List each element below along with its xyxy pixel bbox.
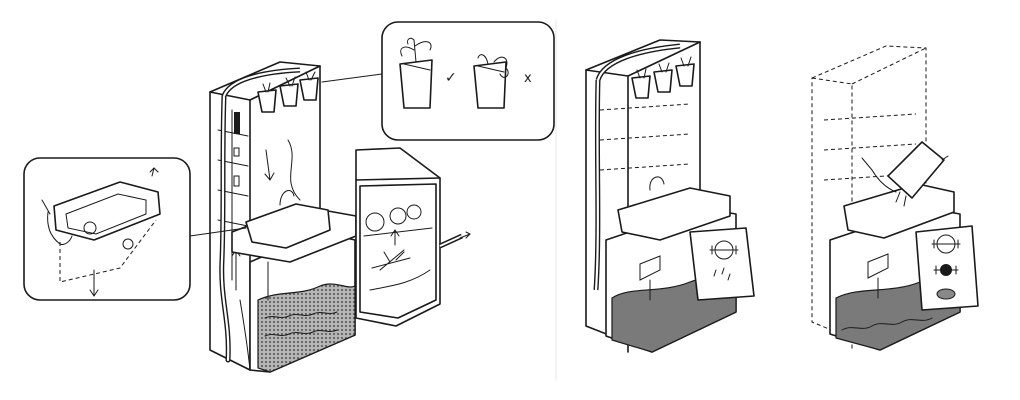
light-icon	[234, 112, 240, 134]
hand-pouring-icon	[861, 141, 949, 207]
panel-filter-flow	[585, 39, 755, 353]
plug-icon	[122, 238, 134, 250]
callout-sink-removal	[23, 157, 191, 301]
water-drops-icon	[713, 267, 731, 281]
pump-box	[639, 255, 661, 281]
callout-filter-parts	[915, 225, 979, 311]
correct-mark: ✓	[445, 70, 457, 86]
sink-basin	[231, 190, 357, 263]
callout-pot-check: ✓ x	[381, 21, 555, 141]
panel-main-unit	[189, 61, 471, 373]
plant-pot-icon	[631, 56, 695, 99]
panel-filter-replace	[811, 45, 979, 351]
wrong-mark: x	[524, 71, 532, 86]
wilted-plant-icon	[473, 54, 509, 109]
callout-line-pots	[321, 73, 383, 83]
faucet-icon	[279, 190, 295, 206]
filter-pad-icon	[936, 288, 956, 300]
callout-filter-sponge	[689, 227, 755, 301]
callout-line-sink	[189, 227, 247, 237]
faucet-icon	[649, 176, 665, 191]
plant-pot-icon	[257, 71, 319, 113]
dishwasher	[355, 147, 471, 327]
drain-icon	[83, 221, 97, 235]
pump-box	[867, 253, 889, 279]
reservoir-water	[257, 283, 356, 373]
plant-pot-icon	[399, 37, 433, 109]
